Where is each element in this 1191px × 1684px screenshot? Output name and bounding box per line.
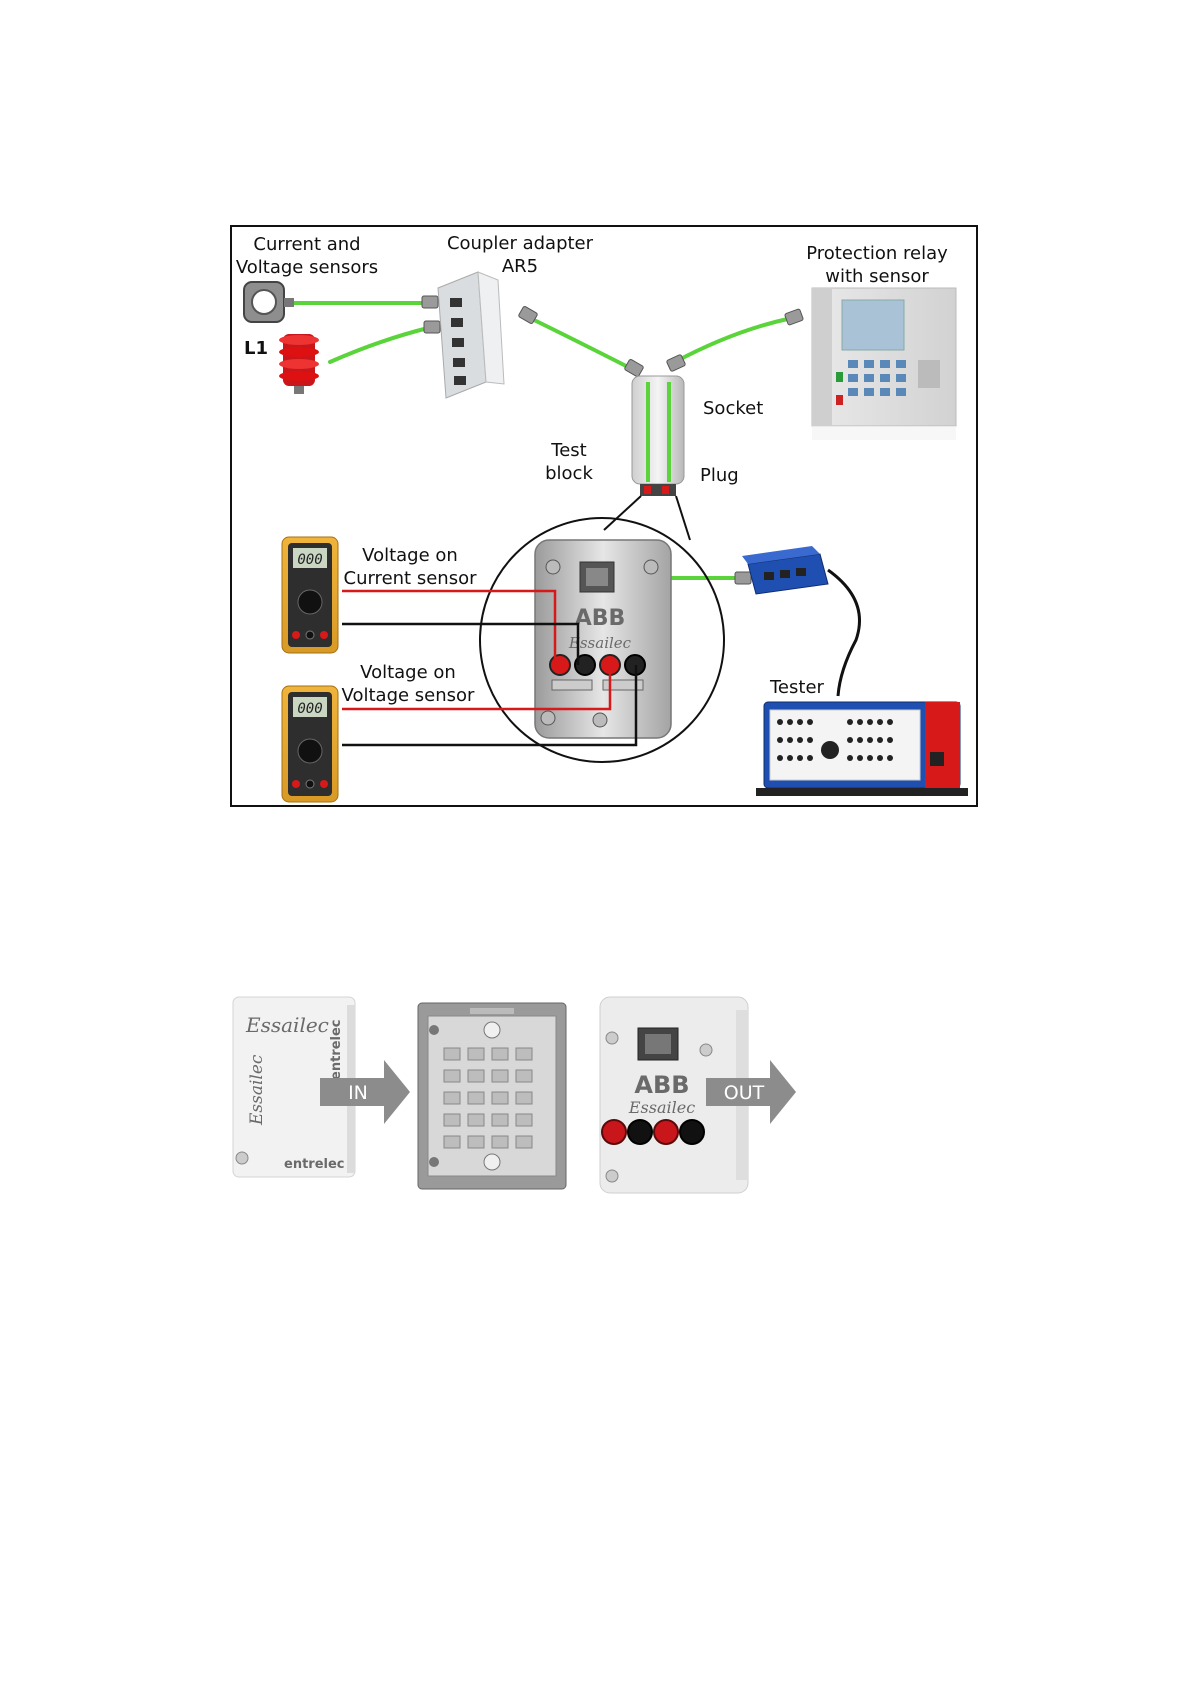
- label-test-1: Test: [550, 440, 586, 461]
- label-vvoltage-1: Voltage on: [360, 662, 456, 683]
- multimeter-voltage: 000: [282, 686, 338, 802]
- connector: [424, 321, 440, 333]
- in-label: IN: [348, 1082, 368, 1104]
- multimeter-display-2: 000: [297, 701, 322, 717]
- relay-display: [842, 300, 904, 350]
- socket-metal: [418, 1003, 566, 1189]
- label-test-2: block: [545, 463, 593, 484]
- out-label: OUT: [724, 1082, 765, 1104]
- cover-brand-vertical: entrelec: [329, 1020, 344, 1081]
- label-vvoltage-2: Voltage sensor: [342, 685, 475, 706]
- cover-logo: Essailec: [245, 1013, 329, 1037]
- label-sensors-1: Current and: [253, 234, 360, 255]
- label-relay-1: Protection relay: [806, 243, 948, 264]
- label-socket: Socket: [703, 398, 763, 419]
- label-tester: Tester: [769, 677, 825, 698]
- plug-brand: ABB: [575, 606, 626, 631]
- cover-logo-vertical: Essailec: [247, 1054, 267, 1126]
- plug-white-logo: Essailec: [628, 1098, 695, 1117]
- label-vcurrent-2: Current sensor: [344, 568, 478, 589]
- label-vcurrent-1: Voltage on: [362, 545, 458, 566]
- test-block: [632, 376, 684, 496]
- multimeter-current: 000: [282, 537, 338, 653]
- tester-device: [756, 702, 968, 796]
- label-sensors-2: Voltage sensors: [236, 257, 378, 278]
- label-relay-2: with sensor: [825, 266, 929, 287]
- connector: [735, 572, 751, 584]
- cover-brand: entrelec: [284, 1157, 345, 1172]
- coupler-adapter: [438, 272, 504, 398]
- protection-relay: [812, 288, 956, 440]
- plug-white-brand: ABB: [634, 1071, 689, 1099]
- label-coupler-2: AR5: [502, 256, 538, 277]
- multimeter-display-1: 000: [297, 552, 322, 568]
- label-plug: Plug: [700, 465, 739, 486]
- label-phase: L1: [244, 338, 268, 359]
- connector: [422, 296, 438, 308]
- label-coupler-1: Coupler adapter: [447, 233, 594, 254]
